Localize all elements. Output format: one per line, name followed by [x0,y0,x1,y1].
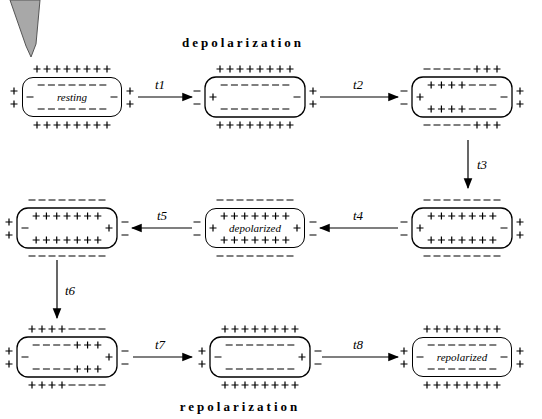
time-step-label: t6 [65,284,75,297]
time-step-arrow [320,227,398,228]
charge-signs [199,326,322,389]
cell-membrane [17,337,117,377]
cell-membrane: resting [22,77,122,117]
cell-membrane: repolarized [412,337,512,377]
cell-membrane [205,77,305,117]
cell-charges [401,66,524,129]
cell-membrane: depolarized [205,208,305,248]
phase-heading: repolarization [180,400,300,413]
cell-membrane [210,337,310,377]
time-step-arrow [56,260,57,318]
time-step-label: t1 [155,78,165,91]
charge-signs [401,66,524,129]
charge-signs [6,326,129,389]
time-step-arrow [322,356,398,357]
cell-charges [401,326,524,389]
time-step-arrow [132,227,192,228]
time-step-label: t8 [353,338,363,351]
cell-charges [401,200,524,256]
time-step-label: t7 [155,338,165,351]
cell-charges [194,200,317,256]
charge-signs [194,200,317,256]
time-step-label: t5 [157,209,167,222]
charge-signs [11,66,134,129]
time-step-arrow [320,96,398,97]
time-step-label: t4 [353,209,363,222]
charge-signs [194,66,317,129]
cell-charges [11,66,134,129]
cell-charges [6,200,129,256]
phase-heading: depolarization [182,36,304,49]
charge-signs [401,326,524,389]
time-step-label: t3 [477,158,487,171]
time-step-arrow [467,140,468,188]
stimulating-electrode [10,0,40,57]
cell-charges [194,66,317,129]
cell-charges [199,326,322,389]
charge-signs [401,200,524,256]
cell-state-label: repolarized [437,352,487,363]
cell-state-label: resting [57,92,87,103]
time-step-arrow [133,356,192,357]
cell-state-label: depolarized [229,223,281,234]
cell-charges [6,326,129,389]
time-step-arrow [138,96,192,97]
charge-signs [6,200,129,256]
time-step-label: t2 [353,78,363,91]
